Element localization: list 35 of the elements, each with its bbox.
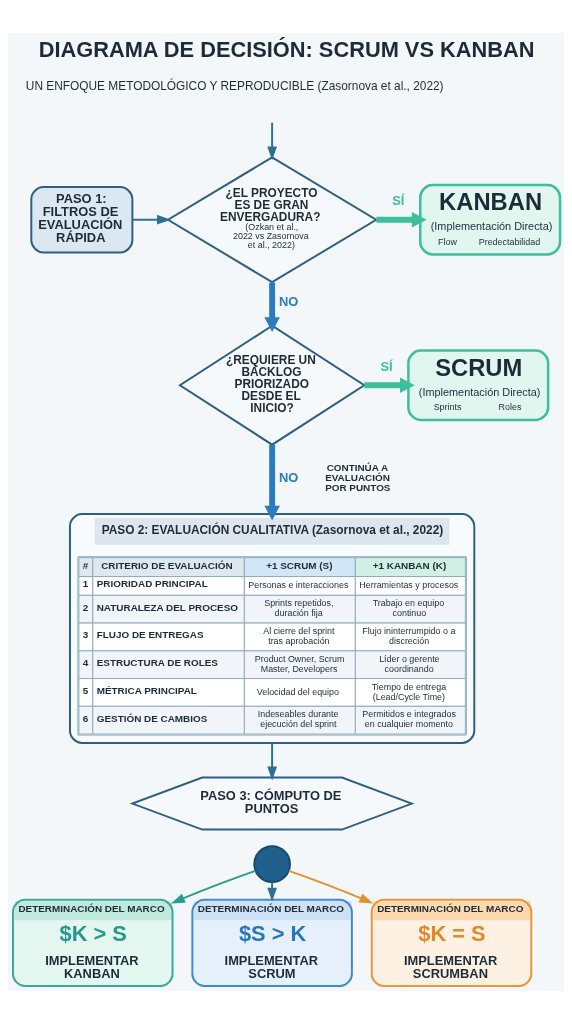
- label: Líder o gerente coordinando: [379, 653, 440, 674]
- label: 3: [82, 629, 89, 641]
- label: Indeseables durante ejecución del sprint: [257, 709, 339, 730]
- label: 4: [82, 657, 89, 669]
- label: Herramientas y procesos: [359, 580, 459, 591]
- label: Sprints repetidos, duración fija: [264, 598, 334, 619]
- label: +1 KANBAN (K): [372, 559, 447, 571]
- label: Product Owner, Scrum Master, Developers: [254, 653, 345, 674]
- label: 6: [82, 712, 89, 724]
- label: Trabajo en equipo continuo: [372, 598, 445, 619]
- label: GESTIÓN DE CAMBIOS: [96, 712, 208, 724]
- label: +1 SCRUM (S): [266, 559, 333, 571]
- label: 1: [82, 578, 89, 590]
- label: UN ENFOQUE METODOLÓGICO Y REPRODUCIBLE (Zasornova et al., 2022): [25, 78, 444, 93]
- label: ESTRUCTURA DE ROLES: [96, 657, 218, 669]
- edge-label: NO: [279, 469, 299, 485]
- label: Al cierre del sprint tras aprobación: [263, 626, 335, 647]
- edge-label: NO: [279, 294, 299, 310]
- label: CONTINÚA A EVALUACIÓN POR PUNTOS: [325, 462, 391, 494]
- label: NATURALEZA DEL PROCESO: [96, 601, 238, 613]
- label: MÉTRICA PRINCIPAL: [96, 684, 197, 696]
- edge-label: SÍ: [380, 358, 393, 374]
- label: Personas e interacciones: [248, 580, 349, 591]
- label: #: [82, 559, 89, 571]
- label: CRITERIO DE EVALUACIÓN: [101, 559, 233, 571]
- edge-label: SÍ: [392, 193, 405, 209]
- label: Tiempo de entrega (Lead/Cycle Time): [371, 681, 447, 702]
- label: 5: [82, 684, 89, 696]
- label: Velocidad del equipo: [256, 686, 339, 697]
- label: FLUJO DE ENTREGAS: [96, 629, 204, 641]
- label: PRIORIDAD PRINCIPAL: [96, 578, 208, 590]
- label: Permitidos e integrados en cualquier momento: [362, 709, 456, 730]
- diagram-title: DIAGRAMA DE DECISIÓN: SCRUM VS KANBAN: [38, 37, 535, 63]
- label: Flujo ininterrumpido o a discreción: [362, 626, 456, 647]
- label: 2: [82, 601, 89, 613]
